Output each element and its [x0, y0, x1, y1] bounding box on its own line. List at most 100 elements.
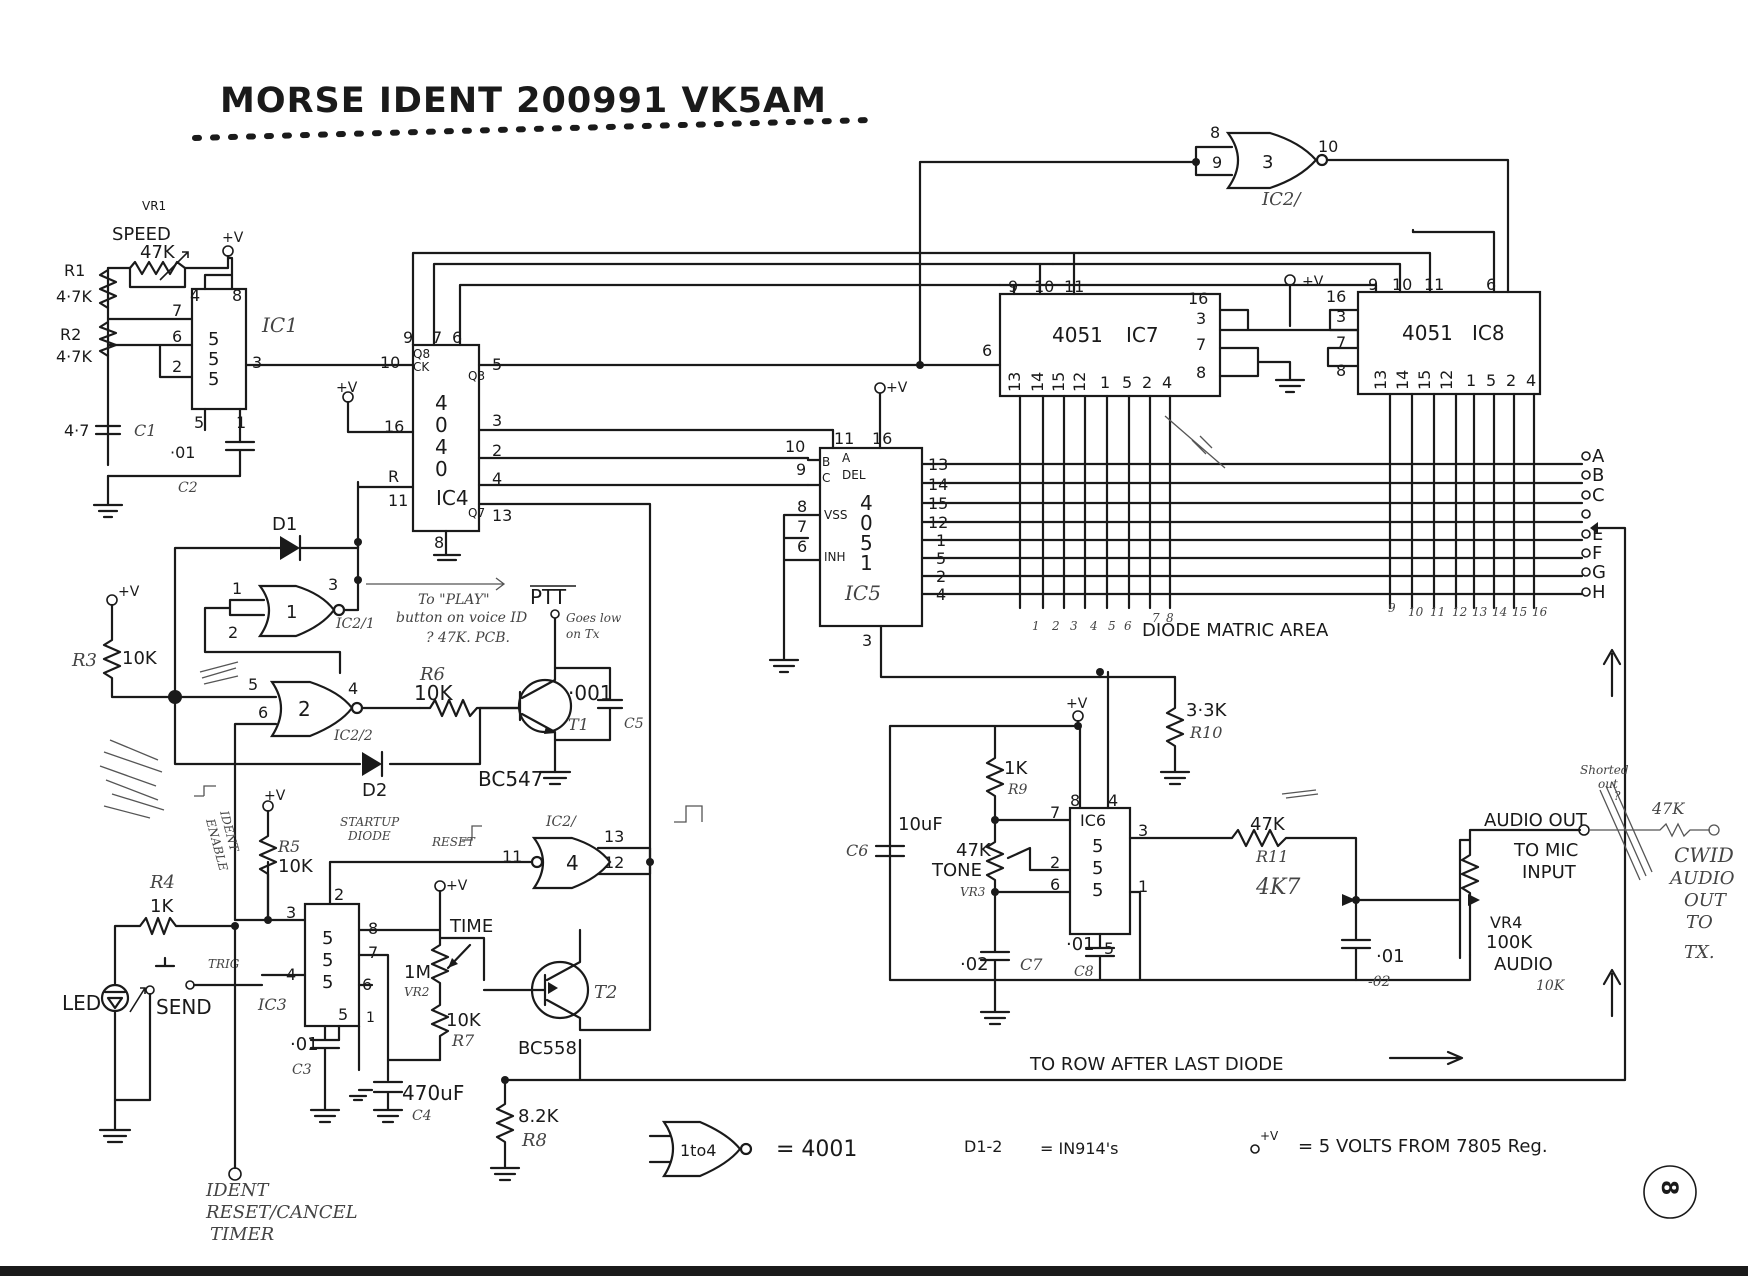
ic8-column-lines [1388, 392, 1536, 610]
vr2-wiper [448, 958, 458, 968]
ident-reset-1: IDENT [205, 1180, 270, 1201]
ic7-pin-4: 4 [1162, 373, 1172, 392]
r11-pencil-mark [1281, 789, 1319, 799]
c1-plates [94, 424, 122, 436]
ident-reset-3: TIMER [210, 1224, 274, 1245]
r2-zigzag [98, 320, 118, 358]
pencil-hatching [99, 661, 239, 819]
col-number-9: 9 [1388, 601, 1396, 615]
ic4-chip-1: 4 [435, 391, 448, 415]
audio-out-line [1468, 828, 1582, 842]
ic6-supply-label: +V [1066, 696, 1088, 712]
ident-reset-terminal[interactable] [228, 1167, 242, 1181]
vr2-value: 1M [404, 962, 431, 983]
r5-value: 10K [278, 856, 314, 877]
c4-value: 470uF [402, 1081, 464, 1105]
ident-reset-2: RESET/CANCEL [205, 1202, 358, 1223]
ic7-group: 4051 IC7 9 10 11 16 3 6 7 8 13 14 15 12 … [920, 251, 1360, 610]
ic5-pin-6: 6 [797, 537, 807, 556]
ic4-chip-2: 0 [435, 413, 448, 437]
send-switch [113, 956, 264, 1102]
r9-label: R9 [1007, 782, 1028, 798]
tone-output-wiring [1128, 828, 1480, 982]
d1-label: D1 [272, 514, 297, 535]
row-label-f: F [1592, 543, 1602, 564]
gate-1-number: 1 [286, 602, 297, 623]
send-contact-a [145, 985, 155, 995]
ic4-pin-13: 13 [492, 506, 512, 525]
c4-label: C4 [412, 1108, 432, 1124]
gate-1-bubble [332, 603, 346, 617]
vr2-supply-label: +V [446, 878, 468, 894]
cwid-note-4: TO [1686, 912, 1713, 933]
ic4-chip-4: 0 [435, 457, 448, 481]
r3-group: +V R3 10K [71, 584, 177, 699]
ic5-inner-del: DEL [842, 468, 866, 482]
gate-2-pin-4: 4 [348, 679, 358, 698]
schematic-title: MORSE IDENT 200991 VK5AM [220, 81, 827, 121]
r1-zigzag [98, 268, 118, 310]
legend-gate-eq: = 4001 [776, 1137, 857, 1162]
matrix-label: DIODE MATRIC AREA [1142, 620, 1329, 641]
play-note-arrow [366, 577, 506, 591]
ptt-note-1: Goes low [566, 611, 622, 625]
ic1-supply-label: +V [222, 230, 244, 246]
c6-value: 10uF [898, 814, 943, 835]
ic5-supply-terminal [874, 382, 886, 394]
ic1-body [190, 287, 248, 411]
ic6-pin-4: 4 [1108, 791, 1118, 810]
gate-2-group: 2 5 6 4 IC2/2 [168, 538, 482, 922]
ic4-pin-10: 10 [380, 353, 400, 372]
gate-4-junction [646, 858, 654, 866]
play-note-3: ? 47K. PCB. [426, 630, 510, 646]
ic8-group: 4051 IC8 16 3 9 10 11 6 7 8 13 14 15 12 … [998, 230, 1542, 610]
gate-2-label: IC2/2 [333, 728, 373, 744]
ic8-pin-4: 4 [1526, 371, 1536, 390]
ic6-pin-1: 1 [1138, 877, 1148, 896]
ic7-pin-3: 3 [1196, 309, 1206, 328]
ic1-wiring [106, 256, 397, 478]
vr4-label: VR4 [1490, 913, 1522, 932]
ic1-pin-6: 6 [172, 327, 182, 346]
gate-3-body [1225, 131, 1318, 190]
gate-4-pin-12: 12 [604, 853, 624, 872]
ic4-pin-7: 7 [432, 328, 442, 347]
t1-label: T1 [568, 715, 589, 734]
ic7-pin-5: 5 [1122, 373, 1132, 392]
gate-3-group: 3 8 9 10 IC2/ [916, 123, 1510, 369]
legend-gate-bubble [739, 1142, 753, 1156]
vr3-label: VR3 [960, 885, 986, 899]
ic8-chip: 4051 [1402, 321, 1453, 345]
r5-junction [264, 916, 272, 924]
vr4-wiper [1468, 894, 1480, 906]
gate-4-group: 4 11 13 12 IC2/ RESET [194, 785, 703, 906]
ic5-pin-14: 14 [928, 475, 948, 494]
t2-emitter-arrow [548, 982, 558, 994]
ic1-chip-2: 5 [208, 349, 219, 370]
ic5-pin-10: 10 [785, 437, 805, 456]
t1-emitter-arrow [544, 726, 556, 734]
r10-value: 3·3K [1186, 700, 1228, 721]
ic8-pin-14: 14 [1393, 370, 1412, 390]
ic8-label: IC8 [1472, 321, 1505, 345]
play-note-group: To "PLAY" button on voice ID ? 47K. PCB.… [366, 577, 622, 646]
gate-1-pin-1: 1 [232, 579, 242, 598]
ic6-pin-7: 7 [1050, 803, 1060, 822]
ic7-pin-2: 2 [1142, 373, 1152, 392]
vr1-label: VR1 [142, 199, 166, 213]
ic1-pin-4: 4 [190, 286, 200, 305]
ic7-pin-6: 6 [982, 341, 992, 360]
ic5-inner-a: A [842, 451, 851, 465]
ic6-vplus-junction [1074, 722, 1082, 730]
audio-out-terminal[interactable] [1578, 824, 1590, 836]
tone-label: TONE [931, 860, 982, 881]
ic1-pin-2: 2 [172, 357, 182, 376]
ic4-pin-6: 6 [452, 328, 462, 347]
col-number-5: 5 [1108, 619, 1116, 633]
c1-label: C1 [134, 421, 156, 440]
legend-diode-text: D1-2 [964, 1137, 1002, 1156]
ptt-note-2: on Tx [566, 627, 600, 641]
ic4-pin-8: 8 [434, 533, 444, 552]
ic8-pin-6: 6 [1486, 275, 1496, 294]
r5-label: R5 [277, 837, 300, 856]
